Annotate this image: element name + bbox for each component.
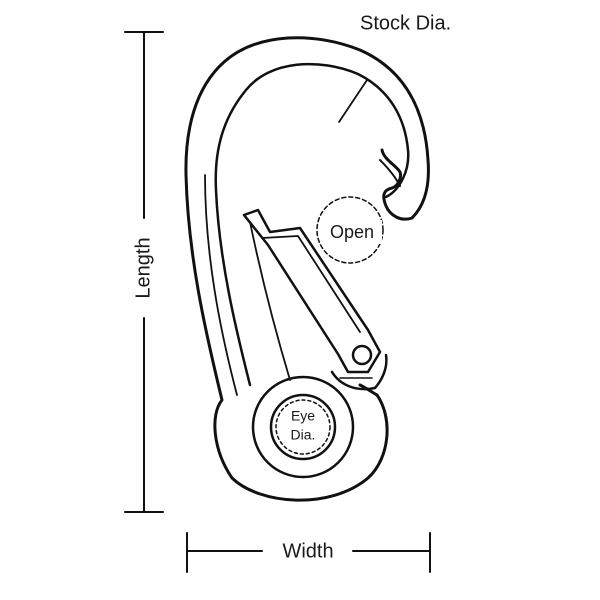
eye-label-line1: Eye	[291, 408, 315, 424]
stock-dia-leader	[338, 79, 368, 123]
open-indicator: Open	[316, 196, 384, 264]
width-label: Width	[282, 540, 333, 562]
eye-inner-ring	[269, 393, 337, 461]
nose-notch	[379, 159, 401, 187]
open-label-bg	[322, 220, 382, 244]
stock-dia-label: Stock Dia.	[360, 12, 451, 34]
carabiner-body	[184, 36, 430, 502]
gate-outline	[242, 208, 382, 374]
open-label: Open	[330, 222, 374, 242]
gate-inner-line	[261, 235, 361, 333]
width-dimension: Width	[186, 532, 431, 573]
spine-highlight	[204, 174, 238, 396]
body-outer-outline	[184, 36, 430, 502]
gate-hinge	[330, 353, 388, 391]
gate	[242, 208, 388, 391]
length-dimension: Length	[124, 31, 164, 513]
eye-label-line2: Dia.	[291, 427, 316, 443]
gate-edge-line	[249, 221, 291, 381]
eye-dia-dashed	[275, 399, 331, 455]
eye-ring: Eye Dia.	[251, 375, 355, 479]
eye-outer-ring	[251, 375, 355, 479]
stock-dia-callout: Stock Dia.	[338, 12, 451, 123]
nose-hook	[380, 148, 414, 221]
gate-pin	[351, 344, 373, 366]
body-inner-outline	[214, 62, 410, 387]
length-label: Length	[132, 237, 154, 298]
open-dashed-circle	[316, 196, 384, 264]
